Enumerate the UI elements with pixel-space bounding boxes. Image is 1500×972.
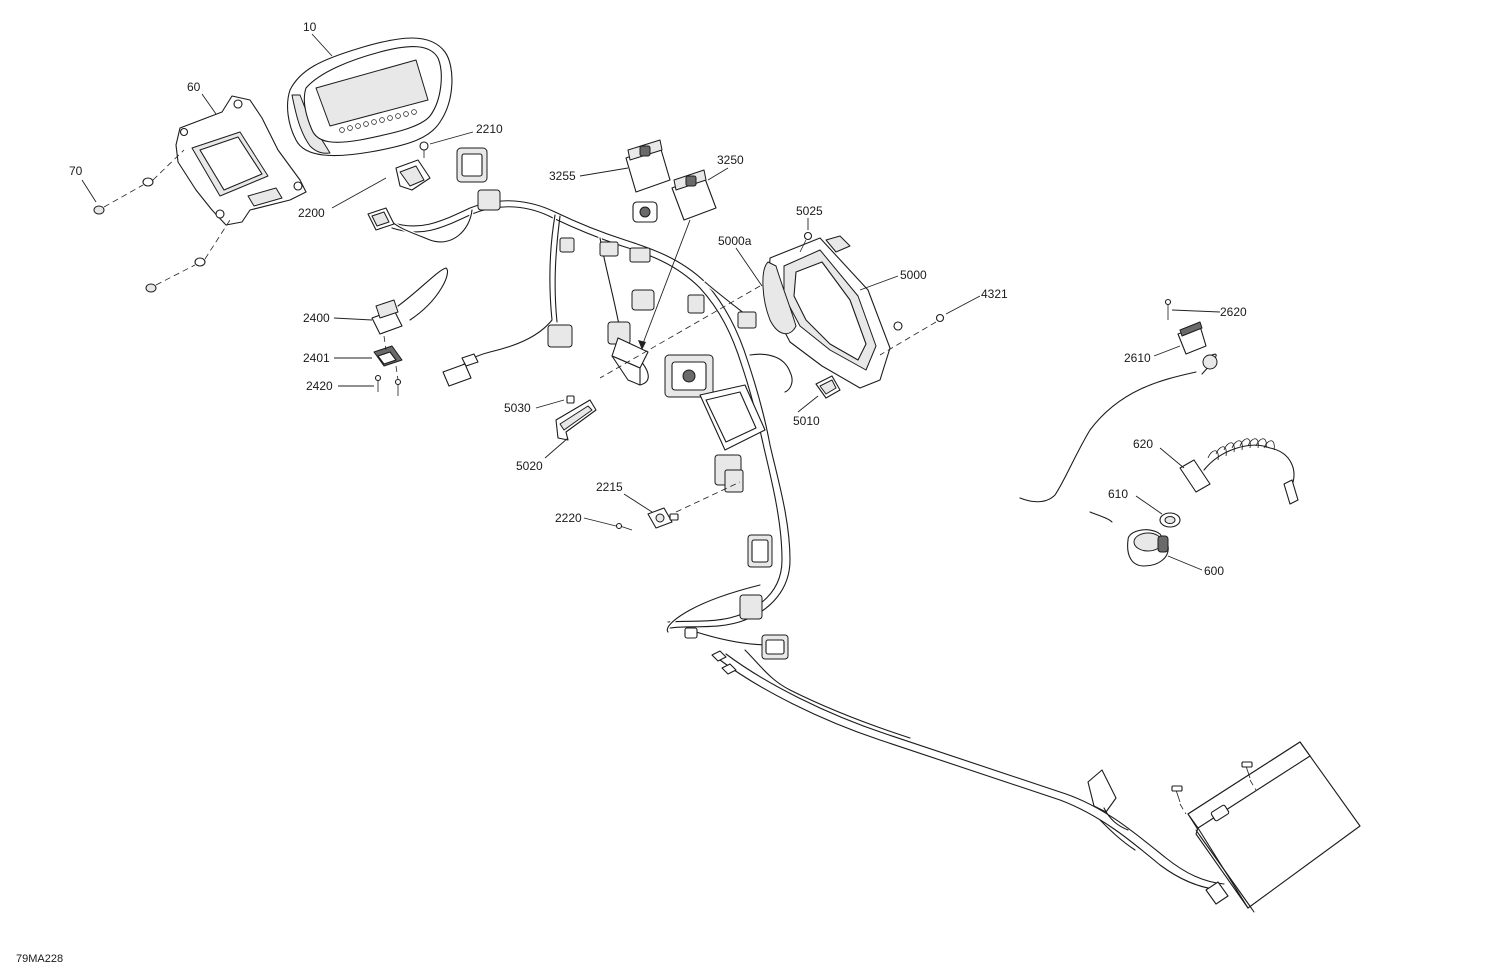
instrument-cluster-part-10 <box>287 37 453 157</box>
lanyard-part-620 <box>1019 353 1299 523</box>
switch-part-3255 <box>625 139 671 193</box>
fastener-path-2401 <box>395 365 399 381</box>
callout-2420: 2420 <box>306 379 333 393</box>
diagram-reference-code: 79MA228 <box>16 953 63 965</box>
callout-620: 620 <box>1133 437 1153 451</box>
callout-2220: 2220 <box>555 511 582 525</box>
screw-part-2420 <box>374 374 402 396</box>
callout-2200: 2200 <box>298 206 325 220</box>
callout-2620: 2620 <box>1220 305 1247 319</box>
callout-600: 600 <box>1204 564 1224 578</box>
callout-5025: 5025 <box>796 204 823 218</box>
callout-2215: 2215 <box>596 480 623 494</box>
screw-part-2220 <box>615 522 633 531</box>
screw-part-5030 <box>566 395 575 404</box>
callout-4321: 4321 <box>981 287 1008 301</box>
switch-part-2610 <box>1177 321 1207 355</box>
callout-5010: 5010 <box>793 414 820 428</box>
callout-60: 60 <box>187 80 201 94</box>
callout-3255: 3255 <box>549 169 576 183</box>
sensor-part-2215 <box>647 507 679 529</box>
callout-2610: 2610 <box>1124 351 1151 365</box>
cap-part-5010 <box>815 375 841 399</box>
callout-2401: 2401 <box>303 351 330 365</box>
callout-5020: 5020 <box>516 459 543 473</box>
callout-2400: 2400 <box>303 311 330 325</box>
ecu-module-part-5000 <box>762 235 903 389</box>
screw-part-2210 <box>419 141 429 158</box>
arrowhead-3250 <box>638 340 646 350</box>
bolt-part-5025 <box>799 231 813 253</box>
nut-part-4321 <box>935 313 945 323</box>
bracket-part-5020 <box>555 399 597 441</box>
arrow-3250 <box>641 219 691 347</box>
callout-3250: 3250 <box>717 153 744 167</box>
nut-part-610 <box>1159 512 1181 528</box>
screws-part-70 <box>93 149 231 293</box>
callout-labels: 10 60 70 2210 2200 3255 3250 5025 5000a … <box>69 20 1247 578</box>
callout-610: 610 <box>1108 487 1128 501</box>
fastener-path-4321 <box>879 321 937 356</box>
cluster-bracket-part-60 <box>175 95 307 226</box>
fastener-path-5000a <box>599 285 761 379</box>
callout-5030: 5030 <box>504 401 531 415</box>
battery <box>1087 741 1361 913</box>
switch-part-3250 <box>671 169 717 221</box>
callout-5000a: 5000a <box>718 234 752 248</box>
callout-10: 10 <box>303 20 317 34</box>
callout-70: 70 <box>69 164 83 178</box>
callout-2210: 2210 <box>476 122 503 136</box>
ignition-switch-part-600 <box>1127 529 1169 567</box>
leader-lines <box>81 33 1221 571</box>
main-wiring-harness <box>367 147 1225 893</box>
bracket-part-2401 <box>373 345 403 367</box>
callout-5000: 5000 <box>900 268 927 282</box>
pin-part-2620 <box>1164 298 1172 320</box>
sensor-part-2400 <box>371 267 448 335</box>
sensor-part-2200 <box>395 159 431 191</box>
fastener-path-2215 <box>675 481 741 513</box>
fastener-path-2400 <box>383 335 387 351</box>
